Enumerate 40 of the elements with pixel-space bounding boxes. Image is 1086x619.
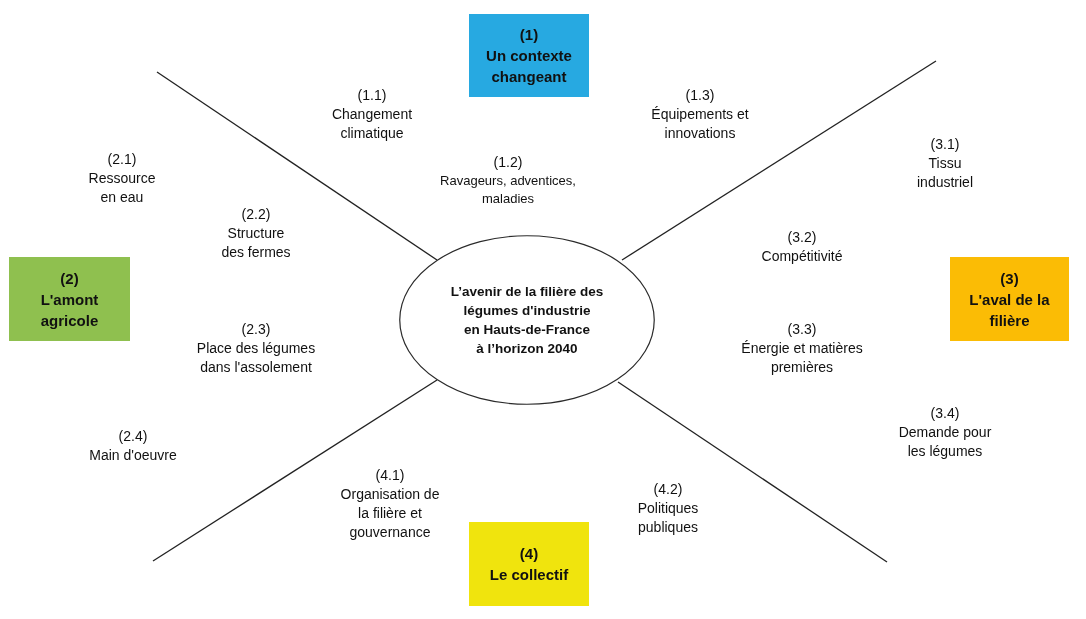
- topic-label: Demande pour les légumes: [897, 423, 993, 461]
- theme-number: (1): [519, 25, 539, 45]
- topic-label: Politiques publiques: [636, 499, 700, 537]
- topic-label: Ressource en eau: [87, 169, 157, 207]
- topic-label: Ravageurs, adventices, maladies: [439, 172, 577, 208]
- topic-number: (2.4): [118, 427, 148, 446]
- topic-number: (3.4): [930, 404, 960, 423]
- topic-label: Énergie et matières premières: [740, 339, 864, 377]
- topic-number: (3.1): [930, 135, 960, 154]
- topic-number: (1.1): [357, 86, 387, 105]
- topic-label: Place des légumes dans l'assolement: [195, 339, 317, 377]
- topic-number: (3.3): [787, 320, 817, 339]
- topic-label: Compétitivité: [761, 247, 843, 266]
- topic-label: Équipements et innovations: [650, 105, 750, 143]
- topic-label: Changement climatique: [330, 105, 414, 143]
- theme-title: Le collectif: [489, 565, 569, 585]
- topic-label: Organisation de la filière et gouvernance: [339, 485, 441, 542]
- topic-number: (3.2): [787, 228, 817, 247]
- theme-box: [950, 257, 1069, 341]
- theme-number: (4): [519, 544, 539, 564]
- theme-title: Un contexte changeant: [485, 46, 573, 87]
- topic-label: Main d'oeuvre: [89, 446, 177, 465]
- topic-number: (4.1): [375, 466, 405, 485]
- theme-title: L'aval de la filière: [968, 289, 1051, 331]
- topic-label: Tissu industriel: [916, 154, 974, 192]
- topic-number: (4.2): [653, 480, 683, 499]
- topic-number: (1.2): [493, 153, 523, 172]
- theme-title: L'amont agricole: [39, 289, 100, 331]
- theme-number: (2): [60, 268, 79, 289]
- theme-box: [469, 522, 589, 606]
- topic-number: (1.3): [685, 86, 715, 105]
- topic-number: (2.1): [107, 150, 137, 169]
- theme-number: (3): [1000, 268, 1019, 289]
- topic-label: Structure des fermes: [220, 224, 292, 262]
- topic-number: (2.2): [241, 205, 271, 224]
- central-ellipse: [399, 235, 655, 405]
- theme-box: [469, 14, 589, 97]
- topic-number: (2.3): [241, 320, 271, 339]
- central-title: L’avenir de la filière des légumes d'industrie en Hauts-de-France à l’horizon 2040: [449, 283, 605, 358]
- theme-box: [9, 257, 130, 341]
